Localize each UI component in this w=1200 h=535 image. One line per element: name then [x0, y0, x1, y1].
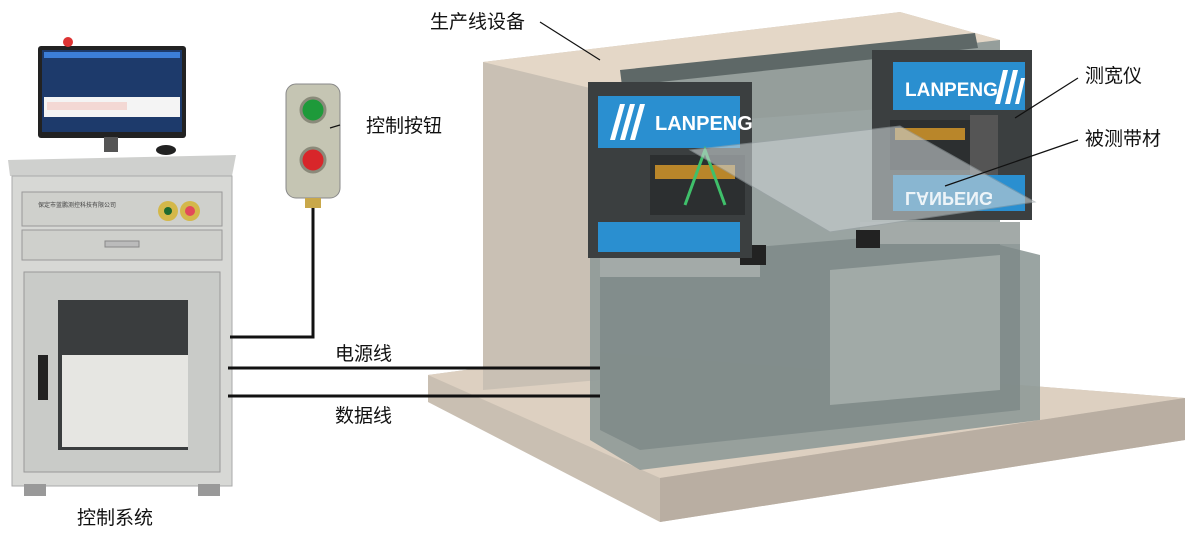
control-button-box	[285, 83, 341, 208]
label-width-gauge: 测宽仪	[1085, 65, 1142, 87]
measured-strip	[688, 125, 1037, 233]
company-plate: 保定市蓝鹏测控科技有限公司	[38, 201, 116, 209]
label-data-cable: 数据线	[335, 405, 392, 427]
brand-logo-reflection: LANPENG	[905, 188, 993, 208]
production-line-equipment	[428, 12, 1185, 522]
brand-stripes-icon	[995, 70, 1025, 104]
red-button	[299, 146, 327, 174]
green-button	[299, 96, 327, 124]
control-cabinet: 保定市蓝鹏测控科技有限公司	[8, 37, 236, 496]
label-production-line: 生产线设备	[430, 11, 525, 33]
button-cable	[230, 208, 315, 339]
brand-logo-right: LANPENG	[905, 80, 998, 101]
brand-stripes-icon	[610, 104, 645, 140]
label-power-cable: 电源线	[335, 343, 392, 365]
label-measured-strip: 被测带材	[1085, 128, 1161, 150]
brand-logo-left: LANPENG	[655, 113, 753, 135]
label-control-button: 控制按钮	[366, 115, 442, 137]
label-control-system: 控制系统	[77, 507, 153, 529]
